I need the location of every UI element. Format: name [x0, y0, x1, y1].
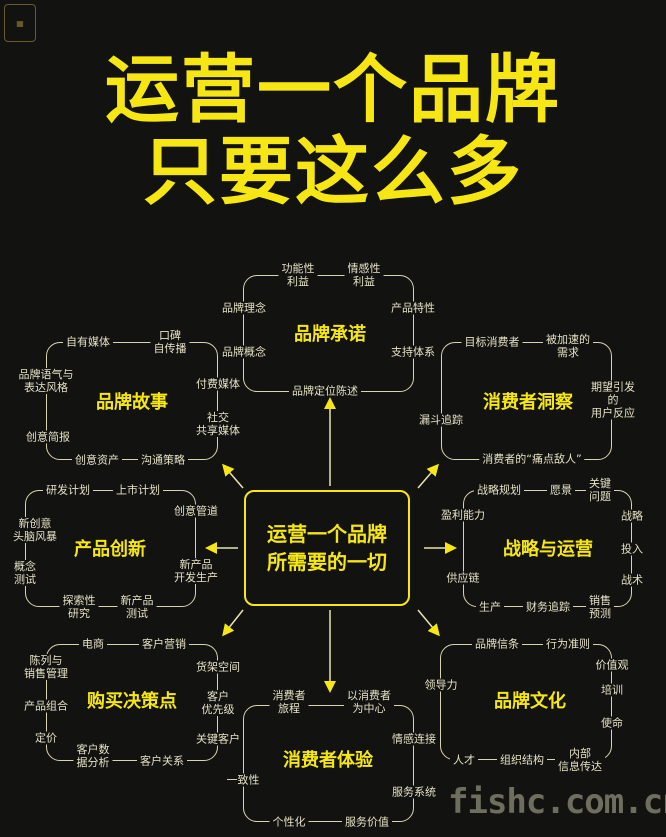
- node-label: 品牌语气与 表达风格: [15, 368, 77, 394]
- logo-icon: ▦: [4, 4, 36, 42]
- consumer-experience-title: 消费者体验: [283, 750, 373, 771]
- node-label: 价值观: [592, 658, 632, 672]
- node-label: 销售 预测: [586, 594, 614, 620]
- node-label: 财务追踪: [523, 600, 573, 614]
- node-label: 自有媒体: [63, 335, 113, 349]
- consumer-experience-loop: [243, 705, 414, 822]
- node-label: 组织结构: [497, 753, 547, 767]
- node-label: 生产: [476, 600, 504, 614]
- node-label: 消费者的“痛点敌人”: [479, 452, 585, 466]
- node-label: 创意管道: [171, 504, 221, 518]
- node-label: 产品组合: [21, 699, 71, 713]
- node-label: 领导力: [421, 678, 461, 692]
- node-label: 客户 优先级: [198, 690, 238, 716]
- watermark: fishc.com.cn: [448, 782, 666, 822]
- brand-culture-title: 品牌文化: [494, 691, 566, 712]
- node-label: 新产品 开发生产: [171, 558, 221, 584]
- node-label: 沟通策略: [138, 453, 188, 467]
- node-label: 电商: [79, 637, 107, 651]
- node-label: 品牌理念: [219, 301, 269, 315]
- arrow-up-left: [222, 463, 244, 489]
- node-label: 消费者 旅程: [269, 689, 309, 715]
- node-label: 客户数 据分析: [73, 743, 113, 769]
- node-label: 使命: [598, 716, 626, 730]
- node-label: 关键 问题: [586, 477, 614, 503]
- node-label: 客户营销: [139, 637, 189, 651]
- node-label: 情感性 利益: [344, 262, 384, 288]
- node-label: 支持体系: [388, 345, 438, 359]
- node-label: 投入: [618, 542, 646, 556]
- main-title-line1: 运营一个品牌: [105, 47, 561, 133]
- node-label: 行为准则: [543, 637, 593, 651]
- node-label: 愿景: [547, 483, 575, 497]
- node-label: 客户关系: [137, 754, 187, 768]
- node-label: 情感连接: [389, 732, 439, 746]
- strategy-ops-title: 战略与运营: [503, 539, 593, 560]
- brand-promise-title: 品牌承诺: [294, 324, 366, 345]
- arrow-down-left: [222, 609, 244, 637]
- node-label: 货架空间: [193, 660, 243, 674]
- node-label: 品牌定位陈述: [289, 384, 361, 398]
- node-label: 供应链: [443, 571, 483, 585]
- node-label: 服务系统: [389, 785, 439, 799]
- brand-story-title: 品牌故事: [96, 392, 168, 413]
- node-label: 上市计划: [113, 483, 163, 497]
- node-label: 培训: [598, 683, 626, 697]
- node-label: 产品特性: [388, 301, 438, 315]
- node-label: 付费媒体: [193, 377, 243, 391]
- arrow-down-right: [417, 609, 440, 637]
- node-label: 定价: [32, 731, 60, 745]
- node-label: 创意简报: [23, 430, 73, 444]
- product-innovation-title: 产品创新: [74, 539, 146, 560]
- main-title-line2: 只要这么多: [143, 129, 523, 215]
- node-label: 漏斗追踪: [416, 413, 466, 427]
- consumer-insight-title: 消费者洞察: [483, 392, 573, 413]
- node-label: 服务价值: [342, 815, 392, 829]
- node-label: 个性化: [269, 815, 309, 829]
- product-innovation-loop: [25, 490, 196, 607]
- node-label: 创意资产: [72, 453, 122, 467]
- node-label: 探索性 研究: [59, 594, 99, 620]
- node-label: 内部 信息传达: [555, 747, 605, 773]
- node-label: 期望引发的 用户反应: [586, 380, 640, 420]
- node-label: 战略规划: [474, 483, 524, 497]
- node-label: 新创意 头脑风暴: [10, 517, 60, 543]
- node-label: 盈利能力: [438, 508, 488, 522]
- node-label: 目标消费者: [461, 335, 523, 349]
- center-node: 运营一个品牌 所需要的一切: [244, 490, 410, 606]
- arrow-up-right: [417, 463, 439, 489]
- node-label: 一致性: [223, 773, 263, 787]
- node-label: 概念 测试: [11, 560, 39, 586]
- node-label: 以消费者 为中心: [344, 689, 394, 715]
- brand-story-loop: [46, 342, 218, 460]
- node-label: 社交 共享媒体: [193, 411, 243, 437]
- node-label: 品牌概念: [219, 345, 269, 359]
- node-label: 品牌信条: [472, 637, 522, 651]
- node-label: 陈列与 销售管理: [21, 654, 71, 680]
- node-label: 关键客户: [193, 732, 243, 746]
- node-label: 战略: [618, 509, 646, 523]
- node-label: 被加速的 需求: [543, 333, 593, 359]
- node-label: 新产品 测试: [117, 594, 157, 620]
- node-label: 战术: [618, 573, 646, 587]
- node-label: 人才: [450, 753, 478, 767]
- node-label: 口碑 自传播: [150, 329, 190, 355]
- purchase-decision-title: 购买决策点: [87, 691, 177, 712]
- node-label: 功能性 利益: [278, 262, 318, 288]
- node-label: 研发计划: [43, 483, 93, 497]
